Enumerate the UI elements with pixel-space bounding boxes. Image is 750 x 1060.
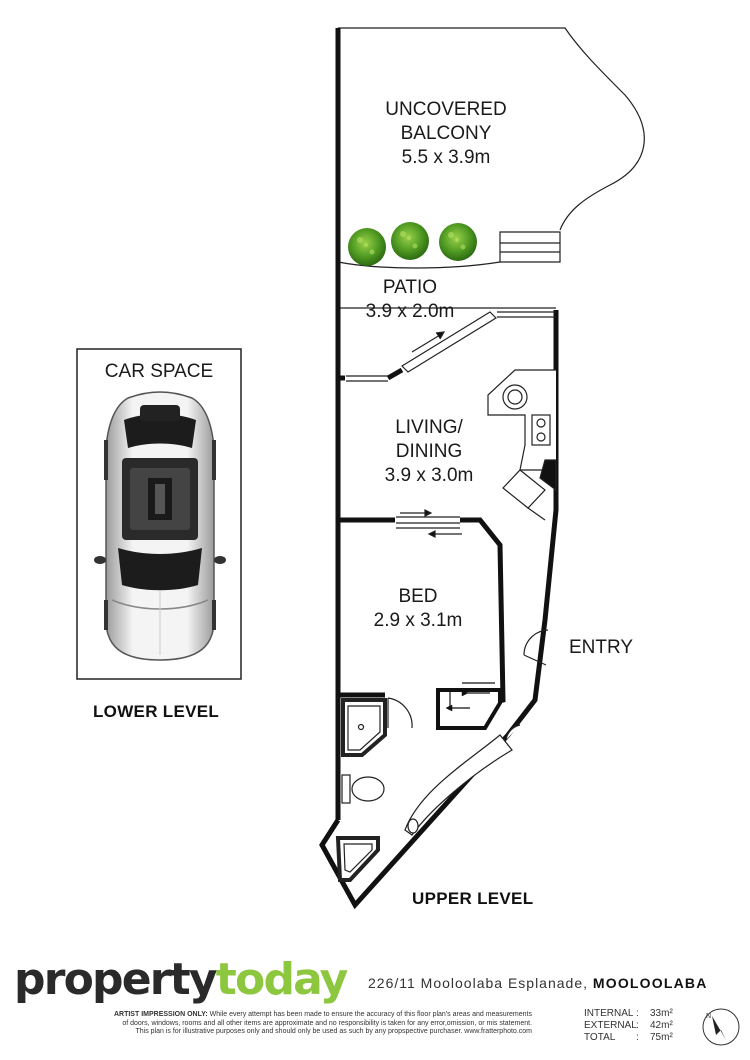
area-row: TOTAL : 75m² <box>584 1032 690 1044</box>
bed-name: BED <box>398 586 438 607</box>
car-space-name: CAR SPACE <box>104 361 214 382</box>
area-sep: : <box>636 1008 639 1019</box>
brand-logo: propertytoday <box>14 952 349 1008</box>
balcony-outline <box>337 27 645 309</box>
kitchen <box>487 369 557 521</box>
entry-door <box>523 629 549 666</box>
living-label: LIVING/ DINING 3.9 x 3.0m <box>368 416 490 488</box>
patio-sliding-door <box>346 311 556 382</box>
patio-label: PATIO 3.9 x 2.0m <box>350 276 470 324</box>
living-size: 3.9 x 3.0m <box>384 465 474 486</box>
living-name-line2: DINING <box>395 441 463 462</box>
bed-sliding-door <box>396 509 462 538</box>
balcony-size: 5.5 x 3.9m <box>401 147 491 168</box>
disclaimer-text: While every attempt has been made to ens… <box>122 1011 532 1035</box>
bed-label: BED 2.9 x 3.1m <box>358 585 478 633</box>
upper-level-label: UPPER LEVEL <box>412 889 534 908</box>
entry-name: ENTRY <box>568 637 634 658</box>
robe <box>436 682 502 730</box>
patio-size: 3.9 x 2.0m <box>365 301 455 322</box>
brand-part1: property <box>14 954 218 1005</box>
area-sep: : <box>636 1032 639 1043</box>
address-suburb: MOOLOOLABA <box>592 975 708 991</box>
svg-text:N: N <box>706 1013 711 1020</box>
disclaimer-lead: ARTIST IMPRESSION ONLY: <box>113 1011 208 1018</box>
property-address: 226/11 Mooloolaba Esplanade, MOOLOOLABA <box>368 975 708 991</box>
disclaimer: ARTIST IMPRESSION ONLY: While every atte… <box>112 1011 532 1037</box>
north-arrow-icon: N <box>702 1008 740 1046</box>
area-sep: : <box>636 1020 639 1031</box>
area-label: TOTAL <box>584 1032 616 1043</box>
brand-part2: today <box>215 954 349 1005</box>
bed-size: 2.9 x 3.1m <box>373 610 463 631</box>
area-label: EXTERNAL <box>584 1020 637 1031</box>
area-row: INTERNAL : 33m² <box>584 1008 690 1020</box>
car-space-label: CAR SPACE <box>82 360 236 384</box>
area-value: 75m² <box>650 1032 673 1043</box>
balcony-name-line2: BALCONY <box>400 123 492 144</box>
balcony-name-line1: UNCOVERED <box>385 99 507 120</box>
area-value: 42m² <box>650 1020 673 1031</box>
patio-name: PATIO <box>382 277 438 298</box>
lower-level-label: LOWER LEVEL <box>93 702 220 721</box>
living-name-line1: LIVING/ <box>395 417 463 438</box>
address-street: 226/11 Mooloolaba Esplanade, <box>368 975 593 991</box>
shrub-icon <box>348 222 477 266</box>
area-label: INTERNAL <box>584 1008 634 1019</box>
car-space-outline <box>76 348 242 680</box>
bathroom <box>335 697 521 882</box>
area-row: EXTERNAL : 42m² <box>584 1020 690 1032</box>
car-topview-icon <box>94 391 226 661</box>
balcony-label: UNCOVERED BALCONY 5.5 x 3.9m <box>378 98 514 170</box>
area-value: 33m² <box>650 1008 673 1019</box>
area-summary: INTERNAL : 33m² EXTERNAL : 42m² TOTAL : … <box>584 1008 690 1044</box>
entry-label: ENTRY <box>566 636 636 660</box>
